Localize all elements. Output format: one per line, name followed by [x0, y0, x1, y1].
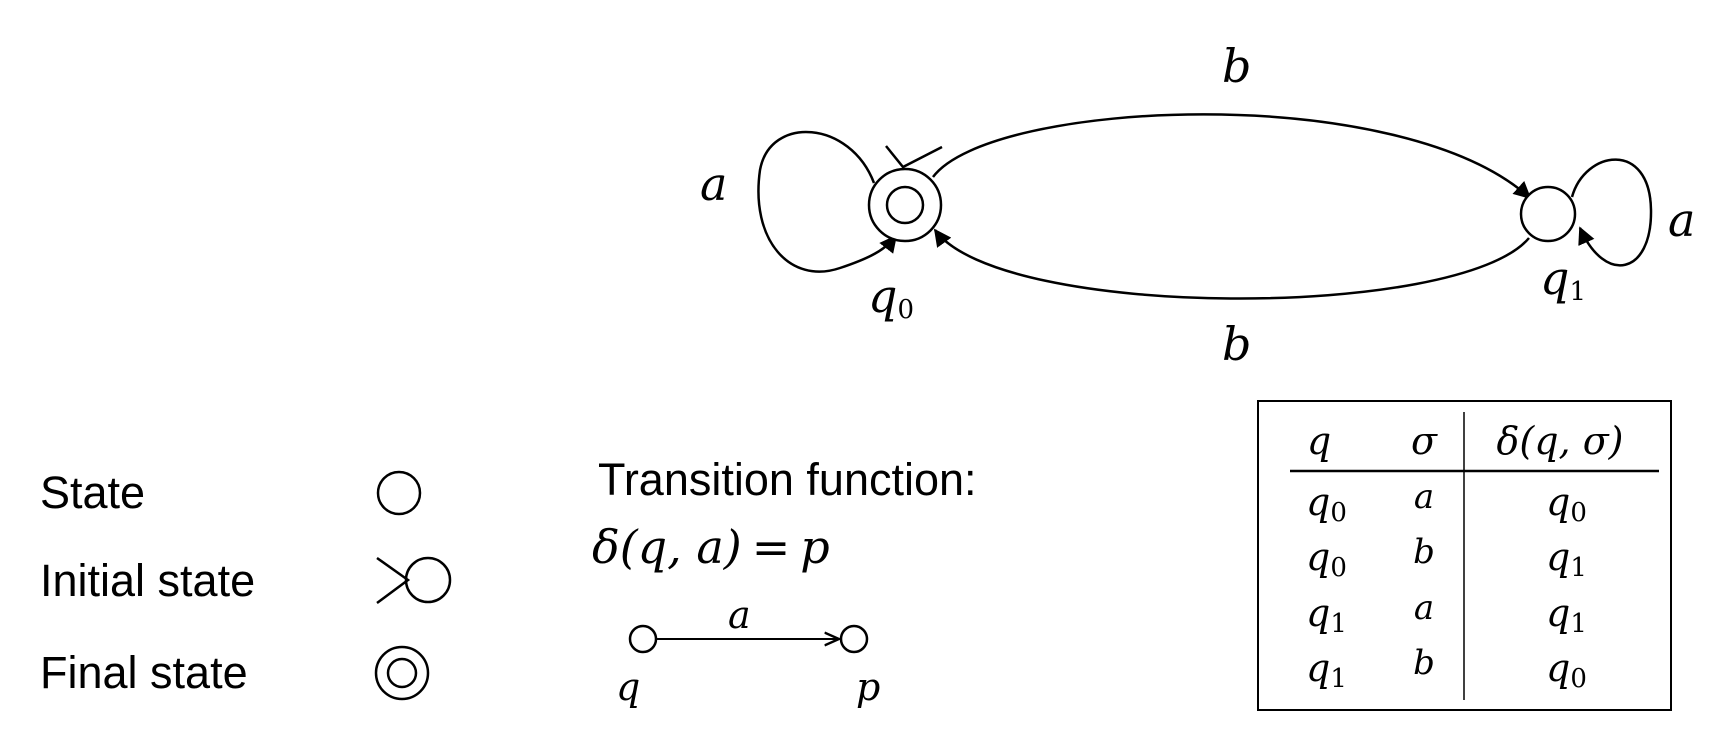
- state-label-q0: q0: [868, 269, 914, 325]
- svg-text:b: b: [1413, 643, 1435, 683]
- state-q0: [867, 167, 943, 243]
- transition-function-panel: Transition function: δ(q, a)=p a q p: [592, 454, 977, 709]
- legend-initial-label: Initial state: [40, 555, 255, 606]
- edge-q0-q0: [757, 130, 898, 273]
- initial-state-icon: [376, 556, 452, 605]
- state-icon: [376, 470, 422, 516]
- svg-text:q1: q1: [1546, 591, 1587, 639]
- transition-formula: δ(q, a)=p: [592, 520, 830, 574]
- table-row: q1 a q1: [1306, 588, 1587, 639]
- edge-label-q0-q1: b: [1222, 39, 1251, 93]
- initial-state-arrow-icon: [885, 145, 943, 169]
- edge-q1-q1: [1570, 158, 1653, 267]
- svg-text:q0: q0: [1306, 480, 1347, 528]
- legend-final-label: Final state: [40, 647, 248, 698]
- edge-label-q1-q1: a: [1668, 193, 1695, 247]
- table-row: q1 b q0: [1306, 643, 1587, 694]
- table-header-sigma: σ: [1411, 419, 1438, 463]
- automaton-diagram: a b a b q0 q1: [700, 39, 1695, 371]
- legend: State Initial state Final state: [40, 467, 452, 701]
- state-label-q1: q1: [1540, 251, 1586, 307]
- edge-label-q0-q0: a: [700, 157, 727, 211]
- example-edge-label: a: [728, 593, 751, 637]
- example-state-q: [628, 624, 658, 654]
- transition-table: q σ δ(q, σ) q0 a q0 q0 b q1 q1 a q1 q1 b…: [1257, 400, 1672, 711]
- svg-text:q0: q0: [1306, 535, 1347, 583]
- table-header-q: q: [1307, 419, 1331, 463]
- svg-text:q1: q1: [1546, 535, 1587, 583]
- edge-label-q1-q0: b: [1222, 317, 1251, 371]
- legend-state-label: State: [40, 467, 145, 518]
- state-q1: [1519, 185, 1577, 243]
- example-state-p: [839, 624, 869, 654]
- edge-q0-q1: [931, 113, 1532, 200]
- example-to-label: p: [856, 665, 880, 709]
- svg-text:q1: q1: [1306, 591, 1347, 639]
- edge-q1-q0: [933, 228, 1530, 300]
- svg-text:q0: q0: [1546, 646, 1587, 694]
- svg-text:q0: q0: [1546, 480, 1587, 528]
- final-state-icon: [374, 645, 430, 701]
- transition-title: Transition function:: [598, 454, 977, 505]
- svg-text:b: b: [1413, 532, 1435, 572]
- example-from-label: q: [616, 665, 640, 709]
- svg-text:a: a: [1414, 588, 1434, 628]
- table-row: q0 b q1: [1306, 532, 1587, 583]
- svg-text:q1: q1: [1306, 646, 1347, 694]
- svg-text:a: a: [1414, 477, 1434, 517]
- table-header-delta: δ(q, σ): [1497, 419, 1624, 463]
- table-row: q0 a q0: [1306, 477, 1587, 528]
